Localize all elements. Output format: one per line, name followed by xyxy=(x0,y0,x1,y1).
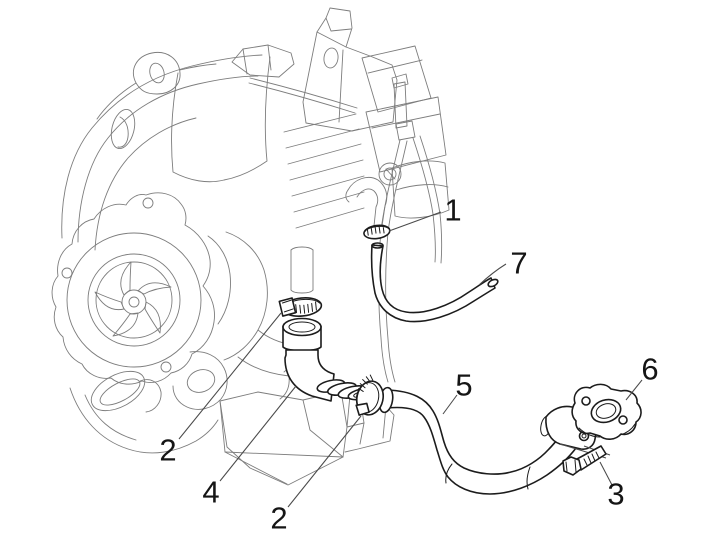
callout-7: 7 xyxy=(510,245,528,281)
part-hose-clamp-upper xyxy=(278,297,323,317)
part-hose-clamp-lower xyxy=(355,374,384,416)
callout-1: 1 xyxy=(444,192,462,228)
callout-4: 4 xyxy=(202,474,220,510)
part-flange xyxy=(571,383,642,440)
callout-2-lower: 2 xyxy=(270,500,288,536)
part-hose-clamp-small xyxy=(363,224,391,240)
engine-assembly xyxy=(51,7,450,486)
callout-6: 6 xyxy=(641,351,659,387)
callout-5: 5 xyxy=(455,367,473,403)
part-secondary-air-hose xyxy=(378,386,577,495)
callout-3: 3 xyxy=(607,476,625,512)
part-hex-bolt xyxy=(562,445,607,476)
callout-2-upper: 2 xyxy=(159,432,177,468)
leader-lines xyxy=(178,211,643,508)
part-breather-hose xyxy=(370,242,499,323)
